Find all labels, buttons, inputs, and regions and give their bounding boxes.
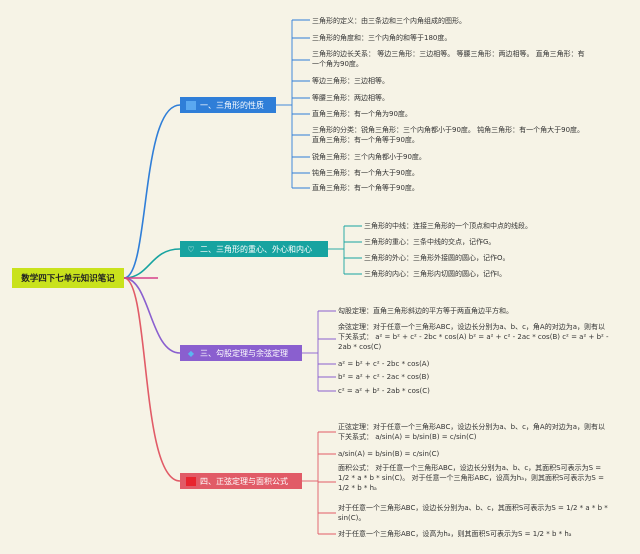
root-label: 数学四下七单元知识笔记	[21, 274, 115, 284]
red-square-icon	[186, 476, 196, 486]
leaf-b3-4[interactable]: c² = a² + b² - 2ab * cos(C)	[338, 387, 430, 395]
leaf-b2-1[interactable]: 三角形的重心：三条中线的交点，记作G。	[364, 238, 496, 246]
link-root-b2	[123, 248, 181, 279]
diamond-icon: ◆	[187, 348, 195, 358]
leaf-b1-3[interactable]: 等边三角形：三边相等。	[312, 77, 389, 85]
leaf-b4-3[interactable]: 对于任意一个三角形ABC，设边长分别为a、b、c，其面积S可表示为S = 1/2…	[338, 504, 608, 522]
leaf-b3-1[interactable]: 余弦定理：对于任意一个三角形ABC，设边长分别为a、b、c，角A的对边为a，则有…	[338, 323, 609, 351]
blue-square-icon	[186, 100, 196, 110]
leaf-b3-0[interactable]: 勾股定理：直角三角形斜边的平方等于两直角边平方和。	[338, 307, 513, 315]
leaf-b1-9[interactable]: 直角三角形：有一个角等于90度。	[312, 184, 419, 192]
branch-label: 三、勾股定理与余弦定理	[200, 348, 288, 358]
leaf-b1-5[interactable]: 直角三角形：有一个角为90度。	[312, 110, 412, 118]
leaf-b3-3[interactable]: b² = a² + c² - 2ac * cos(B)	[338, 373, 430, 381]
leaf-b4-4[interactable]: 对于任意一个三角形ABC，设高为hₐ，则其面积S可表示为S = 1/2 * b …	[338, 530, 572, 538]
leaf-b4-0[interactable]: 正弦定理：对于任意一个三角形ABC，设边长分别为a、b、c，角A的对边为a，则有…	[338, 423, 606, 441]
leaf-b2-0[interactable]: 三角形的中线：连接三角形的一个顶点和中点的线段。	[364, 222, 532, 230]
branch-pythagorean-cosine[interactable]: ◆ 三、勾股定理与余弦定理	[180, 345, 302, 361]
leaf-b1-7[interactable]: 锐角三角形：三个内角都小于90度。	[312, 153, 426, 161]
leaf-b3-2[interactable]: a² = b² + c² - 2bc * cos(A)	[338, 360, 430, 368]
leaf-b1-2[interactable]: 三角形的边长关系： 等边三角形：三边相等。 等腰三角形：两边相等。 直角三角形：…	[312, 50, 585, 68]
root-node[interactable]: 数学四下七单元知识笔记	[12, 268, 124, 288]
branch-label: 一、三角形的性质	[200, 100, 264, 110]
leaf-b1-6[interactable]: 三角形的分类：锐角三角形：三个内角都小于90度。 钝角三角形：有一个角大于90度…	[312, 126, 585, 144]
link-root-b3	[123, 277, 181, 354]
branch-label: 二、三角形的重心、外心和内心	[200, 244, 312, 254]
link-root-b4	[123, 277, 181, 482]
leaf-b1-4[interactable]: 等腰三角形：两边相等。	[312, 94, 389, 102]
branch-centroid-circumcenter-incenter[interactable]: ♡ 二、三角形的重心、外心和内心	[180, 241, 328, 257]
branch-triangle-properties[interactable]: 一、三角形的性质	[180, 97, 276, 113]
leaf-b1-1[interactable]: 三角形的角度和：三个内角的和等于180度。	[312, 34, 452, 42]
link-root-b1	[123, 104, 181, 279]
leaf-b1-0[interactable]: 三角形的定义：由三条边和三个内角组成的图形。	[312, 17, 466, 25]
leaf-b4-2[interactable]: 面积公式： 对于任意一个三角形ABC，设边长分别为a、b、c，其面积S可表示为S…	[338, 464, 604, 492]
heart-icon: ♡	[187, 244, 195, 254]
leaf-b1-8[interactable]: 钝角三角形：有一个角大于90度。	[312, 169, 419, 177]
branch-sine-area[interactable]: 四、正弦定理与面积公式	[180, 473, 302, 489]
leaf-b2-2[interactable]: 三角形的外心：三角形外接圆的圆心，记作O。	[364, 254, 510, 262]
leaf-b4-1[interactable]: a/sin(A) = b/sin(B) = c/sin(C)	[338, 450, 440, 458]
branch-label: 四、正弦定理与面积公式	[200, 476, 288, 486]
leaf-b2-3[interactable]: 三角形的内心：三角形内切圆的圆心，记作I。	[364, 270, 507, 278]
